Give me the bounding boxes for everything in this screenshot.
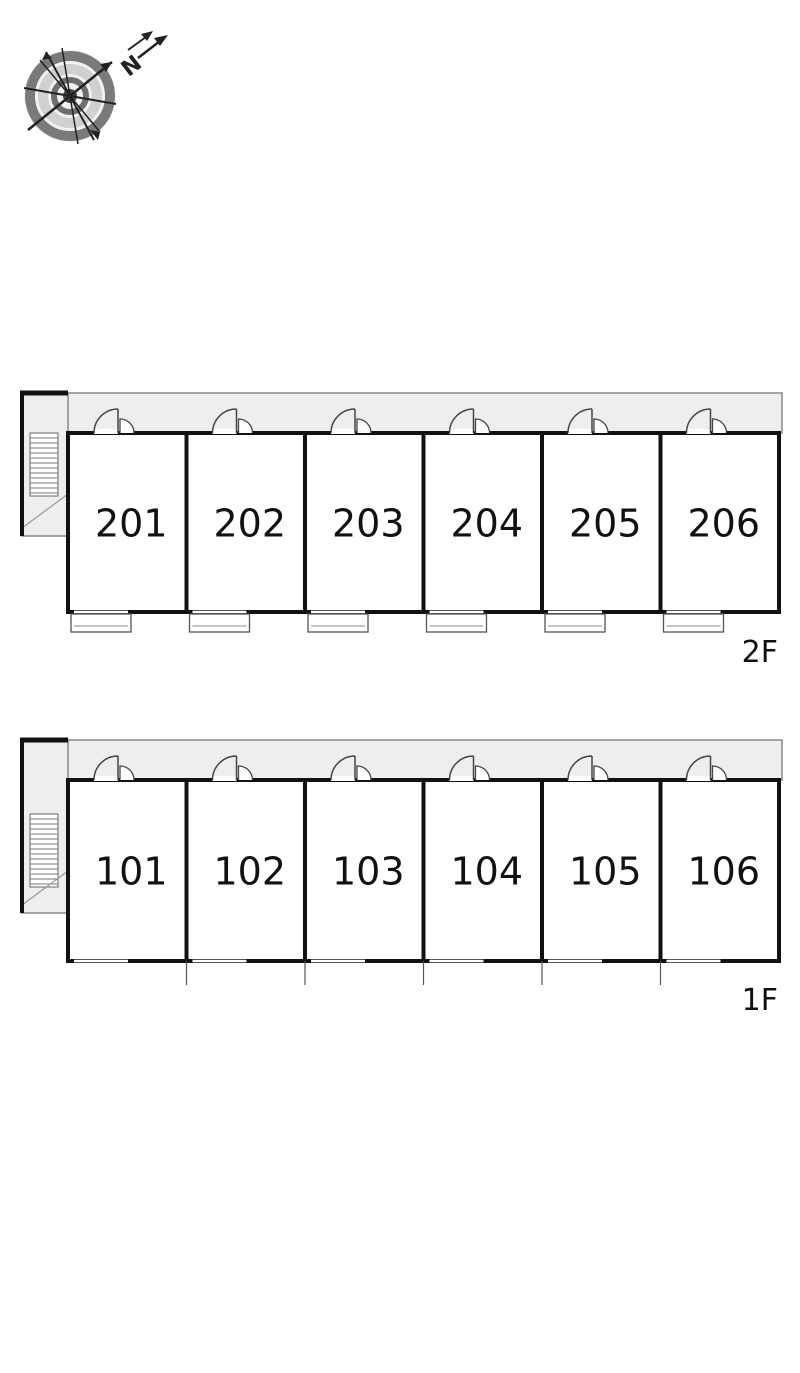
floor-2F: 201 202 203 204 205 206 2F bbox=[20, 390, 783, 670]
floors-layer: 201 202 203 204 205 206 2F 101 102 103 104 105 106 1F bbox=[20, 390, 783, 1018]
door-icon bbox=[93, 755, 135, 781]
window-icon bbox=[548, 959, 602, 963]
staircase bbox=[21, 432, 69, 529]
unit-206[interactable]: 206 bbox=[658, 408, 761, 633]
balcony bbox=[188, 613, 251, 633]
door-icon bbox=[211, 755, 254, 781]
compass-rose-icon: N bbox=[23, 31, 168, 145]
window-icon bbox=[74, 610, 128, 614]
door-icon bbox=[93, 408, 135, 434]
unit-number-label: 101 bbox=[95, 850, 168, 894]
unit-204[interactable]: 204 bbox=[421, 408, 524, 633]
door-icon bbox=[330, 408, 372, 434]
window-icon bbox=[429, 610, 484, 614]
floor-label: 2F bbox=[742, 635, 778, 670]
window-icon bbox=[429, 959, 484, 963]
door-icon bbox=[330, 755, 372, 781]
window-icon bbox=[74, 959, 128, 963]
unit-number-label: 204 bbox=[450, 502, 523, 546]
door-icon bbox=[211, 408, 254, 434]
unit-104[interactable]: 104 bbox=[421, 755, 524, 985]
balcony bbox=[544, 613, 606, 633]
unit-105[interactable]: 105 bbox=[540, 755, 642, 985]
corridor bbox=[21, 392, 783, 434]
unit-number-label: 202 bbox=[213, 502, 286, 546]
balcony bbox=[425, 613, 488, 633]
balcony bbox=[307, 613, 369, 633]
door-icon bbox=[685, 408, 728, 434]
unit-106[interactable]: 106 bbox=[658, 755, 761, 985]
unit-201[interactable]: 201 bbox=[70, 408, 168, 633]
window-icon bbox=[192, 959, 247, 963]
unit-202[interactable]: 202 bbox=[184, 408, 287, 633]
window-icon bbox=[192, 610, 247, 614]
window-icon bbox=[548, 610, 602, 614]
door-icon bbox=[448, 755, 491, 781]
staircase bbox=[21, 813, 69, 906]
unit-number-label: 201 bbox=[95, 502, 168, 546]
unit-number-label: 103 bbox=[332, 850, 405, 894]
door-icon bbox=[685, 755, 728, 781]
window-icon bbox=[311, 610, 365, 614]
door-icon bbox=[567, 408, 609, 434]
balcony bbox=[662, 613, 725, 633]
floor-1F: 101 102 103 104 105 106 1F bbox=[20, 737, 783, 1018]
unit-number-label: 206 bbox=[687, 502, 760, 546]
floor-label: 1F bbox=[742, 983, 778, 1018]
window-icon bbox=[311, 959, 365, 963]
unit-number-label: 104 bbox=[450, 850, 523, 894]
window-icon bbox=[666, 959, 721, 963]
unit-number-label: 203 bbox=[332, 502, 405, 546]
unit-101[interactable]: 101 bbox=[74, 755, 168, 963]
door-icon bbox=[448, 408, 491, 434]
door-icon bbox=[567, 755, 609, 781]
window-icon bbox=[666, 610, 721, 614]
unit-205[interactable]: 205 bbox=[540, 408, 642, 633]
corridor bbox=[21, 739, 783, 781]
unit-203[interactable]: 203 bbox=[303, 408, 405, 633]
unit-number-label: 102 bbox=[213, 850, 286, 894]
unit-number-label: 106 bbox=[687, 850, 760, 894]
unit-102[interactable]: 102 bbox=[184, 755, 287, 985]
unit-103[interactable]: 103 bbox=[303, 755, 405, 985]
unit-number-label: 205 bbox=[569, 502, 642, 546]
unit-number-label: 105 bbox=[569, 850, 642, 894]
balcony bbox=[70, 613, 132, 633]
